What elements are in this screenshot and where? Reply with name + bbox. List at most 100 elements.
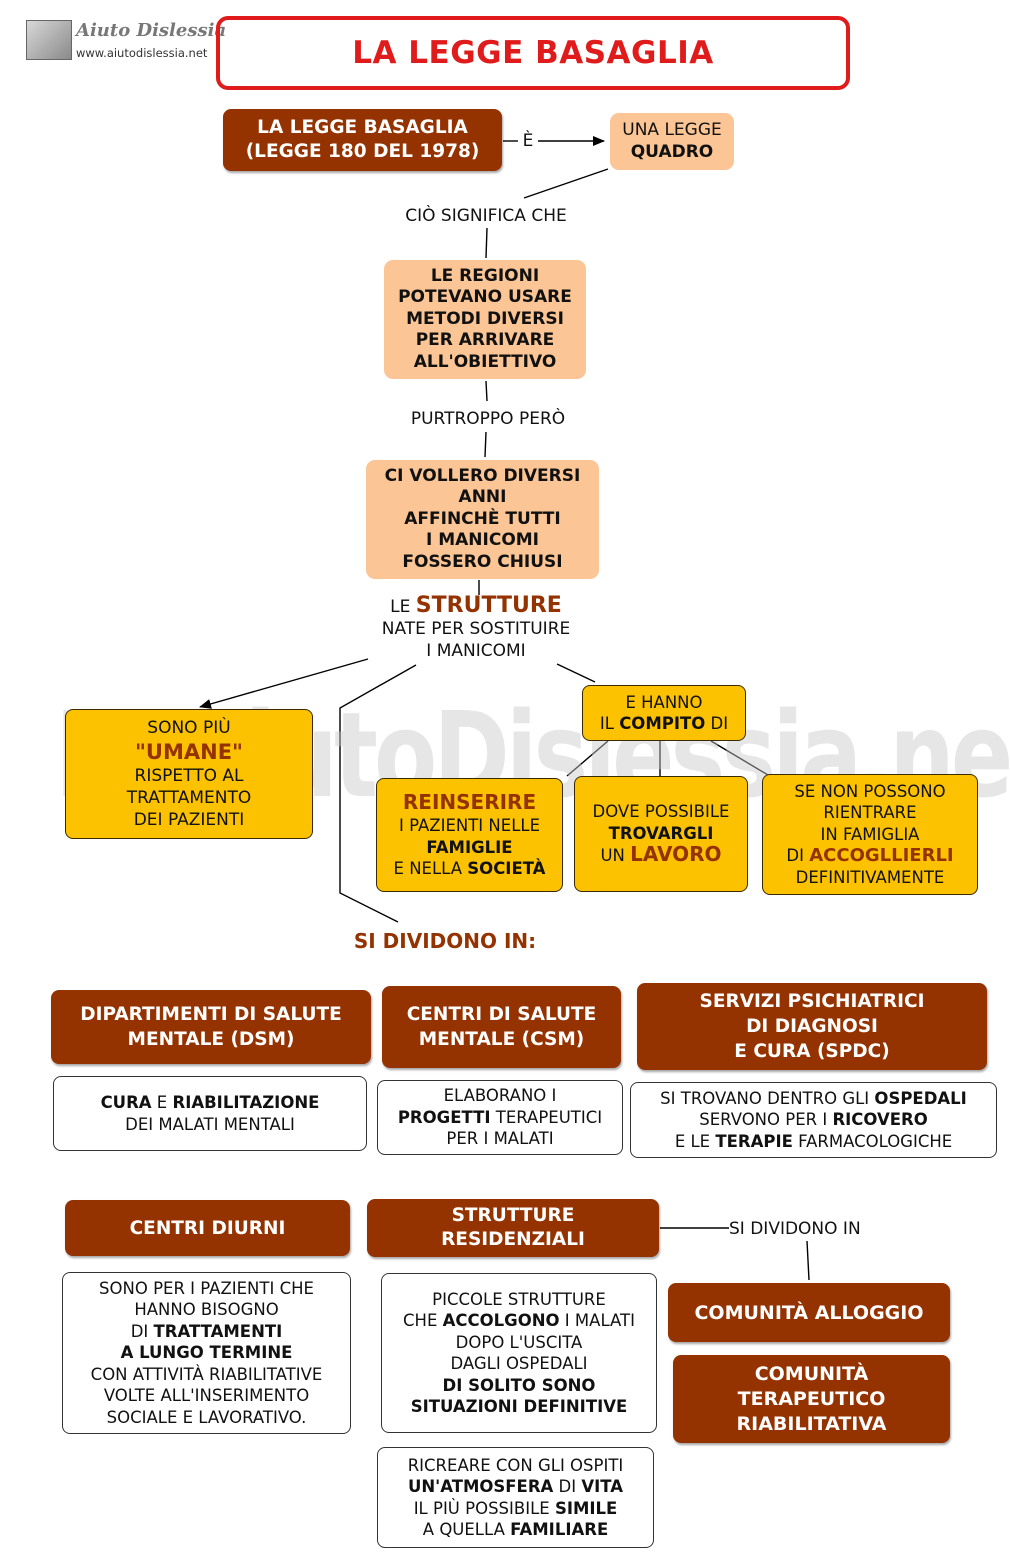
node-years-line: FOSSERO CHIUSI — [402, 551, 563, 572]
res-desc-l1: PICCOLE STRUTTURE — [432, 1289, 606, 1309]
task-keyword: COMPITO — [619, 714, 706, 733]
node-frame-line1: UNA LEGGE — [622, 120, 722, 140]
service-spdc-title: SERVIZI PSICHIATRICI DI DIAGNOSI E CURA … — [637, 983, 987, 1070]
spdc-desc-t4: FARMACOLOGICHE — [792, 1131, 953, 1151]
node-task: E HANNO IL COMPITO DI — [582, 685, 746, 741]
node-regions-line: POTEVANO USARE — [398, 287, 572, 308]
service-dsm-title2: MENTALE (DSM) — [127, 1029, 295, 1050]
residential-title2: RESIDENZIALI — [441, 1229, 585, 1250]
csm-desc-line3: PER I MALATI — [446, 1129, 554, 1149]
csm-desc-t1: TERAPEUTICI — [490, 1107, 603, 1127]
day-desc-line: SOCIALE E LAVORATIVO. — [106, 1407, 307, 1427]
spdc-desc-b2: RICOVERO — [832, 1110, 928, 1130]
work-keyword: LAVORO — [630, 842, 722, 867]
service-spdc-title2: DI DIAGNOSI — [746, 1016, 878, 1037]
dsm-desc-t1: E — [151, 1093, 173, 1112]
work-line1: DOVE POSSIBILE — [592, 802, 730, 822]
welcome-line5: DEFINITIVAMENTE — [795, 867, 945, 887]
label-structures: LE STRUTTURE NATE PER SOSTITUIRE I MANIC… — [356, 595, 596, 662]
node-work: DOVE POSSIBILE TROVARGLI UN LAVORO — [574, 776, 748, 892]
connector-divide-types — [806, 1240, 810, 1281]
logo-name: Aiuto Dislessia — [76, 20, 227, 41]
community-therapeutic: COMUNITÀ TERAPEUTICO RIABILITATIVA — [673, 1355, 950, 1443]
spdc-desc-b3: TERAPIE — [715, 1131, 793, 1151]
connector-structures-task — [556, 663, 596, 683]
node-regions-line: PER ARRIVARE — [415, 330, 555, 351]
community-therapeutic-line3: RIABILITATIVA — [736, 1412, 887, 1435]
community-therapeutic-line2: TERAPEUTICO — [737, 1387, 886, 1410]
spdc-desc-b1: OSPEDALI — [874, 1088, 967, 1108]
connector-frame-means — [523, 168, 609, 199]
day-desc-line: CON ATTIVITÀ RIABILITATIVE — [90, 1364, 323, 1384]
day-desc-l3pre: DI — [130, 1321, 154, 1341]
atm-l4b: FAMILIARE — [510, 1520, 609, 1539]
csm-desc-line1: ELABORANO I — [443, 1086, 557, 1106]
connector-regions-however — [485, 380, 488, 402]
node-years-line: ANNI — [458, 487, 507, 508]
humane-line5: DEI PAZIENTI — [133, 810, 245, 830]
day-desc-line: VOLTE ALL'INSERIMENTO — [103, 1386, 310, 1406]
task-post: DI — [710, 714, 729, 733]
day-centers-title: CENTRI DIURNI — [65, 1200, 350, 1256]
node-regions-line: LE REGIONI — [430, 265, 540, 286]
res-desc-l2b: ACCOLGONO — [442, 1311, 560, 1330]
service-spdc-title3: E CURA (SPDC) — [734, 1041, 890, 1062]
arrow-structures-humane — [199, 658, 369, 709]
service-dsm-desc: CURA E RIABILITAZIONE DEI MALATI MENTALI — [53, 1076, 367, 1151]
structures-keyword: STRUTTURE — [415, 593, 562, 618]
reinsert-line2: I PAZIENTI NELLE — [399, 816, 540, 836]
residential-desc: PICCOLE STRUTTURE CHE ACCOLGONO I MALATI… — [381, 1273, 657, 1433]
connector-task-welcome — [710, 740, 769, 776]
residential-divide-label: SI DIVIDONO IN — [729, 1219, 861, 1239]
res-desc-l5: DI SOLITO SONO — [442, 1375, 596, 1395]
atm-l4t: A QUELLA — [422, 1520, 511, 1539]
service-dsm-title1: DIPARTIMENTI DI SALUTE — [80, 1004, 342, 1025]
atm-l3t: IL PIÙ POSSIBILE — [413, 1498, 555, 1518]
community-therapeutic-line1: COMUNITÀ — [754, 1362, 869, 1385]
node-years: CI VOLLERO DIVERSI ANNI AFFINCHÈ TUTTI I… — [366, 460, 599, 579]
dsm-desc-line2: DEI MALATI MENTALI — [125, 1114, 295, 1134]
task-line1: E HANNO — [625, 692, 703, 712]
node-humane: SONO PIÙ "UMANE" RISPETTO AL TRATTAMENTO… — [65, 709, 313, 839]
atm-l1: RICREARE CON GLI OSPITI — [407, 1455, 624, 1475]
connector-structures-divide — [339, 664, 417, 923]
structures-line2: NATE PER SOSTITUIRE — [381, 619, 571, 639]
service-spdc-title1: SERVIZI PSICHIATRICI — [699, 991, 925, 1012]
node-years-line: CI VOLLERO DIVERSI — [384, 465, 581, 486]
welcome-line3: IN FAMIGLIA — [820, 824, 920, 844]
atm-l2b2: VITA — [581, 1477, 624, 1496]
humane-line1: SONO PIÙ — [147, 718, 231, 738]
service-dsm-title: DIPARTIMENTI DI SALUTE MENTALE (DSM) — [51, 990, 371, 1064]
community-housing: COMUNITÀ ALLOGGIO — [668, 1283, 950, 1342]
welcome-pre4: DI — [786, 846, 804, 866]
task-pre: IL — [599, 714, 614, 733]
work-pre3: UN — [600, 846, 625, 866]
spdc-desc-t3: E LE — [674, 1131, 716, 1151]
node-reinsert: REINSERIRE I PAZIENTI NELLE FAMIGLIE E N… — [376, 778, 563, 892]
day-desc-line: SONO PER I PAZIENTI CHE — [99, 1278, 314, 1298]
node-law-line2: (LEGGE 180 DEL 1978) — [245, 141, 480, 162]
res-desc-l2pre: CHE — [403, 1311, 443, 1330]
logo-url: www.aiutodislessia.net — [76, 46, 208, 60]
node-law: LA LEGGE BASAGLIA (LEGGE 180 DEL 1978) — [223, 109, 502, 171]
dsm-desc-b1: CURA — [100, 1093, 152, 1112]
reinsert-keyword: REINSERIRE — [402, 790, 537, 815]
node-years-line: I MANICOMI — [425, 530, 540, 551]
residential-title: STRUTTURE RESIDENZIALI — [367, 1199, 659, 1257]
spdc-desc-t2: SERVONO PER I — [699, 1110, 833, 1130]
label-however: PURTROPPO PERÒ — [410, 409, 566, 429]
dsm-desc-b2: RIABILITAZIONE — [172, 1093, 320, 1112]
residential-atmosphere: RICREARE CON GLI OSPITI UN'ATMOSFERA DI … — [377, 1447, 654, 1548]
spdc-desc-t1: SI TROVANO DENTRO GLI — [660, 1088, 875, 1108]
node-frame-line2: QUADRO — [630, 141, 714, 162]
welcome-line1: SE NON POSSONO — [794, 781, 946, 801]
community-housing-text: COMUNITÀ ALLOGGIO — [694, 1301, 924, 1324]
label-divide: SI DIVIDONO IN: — [353, 929, 537, 953]
day-desc-line: HANNO BISOGNO — [134, 1300, 279, 1320]
welcome-keyword: ACCOGLLIERLI — [809, 845, 954, 867]
day-desc-l4: A LUNGO TERMINE — [120, 1343, 293, 1363]
logo-book-icon — [26, 20, 72, 60]
node-regions-line: METODI DIVERSI — [406, 308, 564, 329]
page-title: LA LEGGE BASAGLIA — [352, 35, 714, 71]
